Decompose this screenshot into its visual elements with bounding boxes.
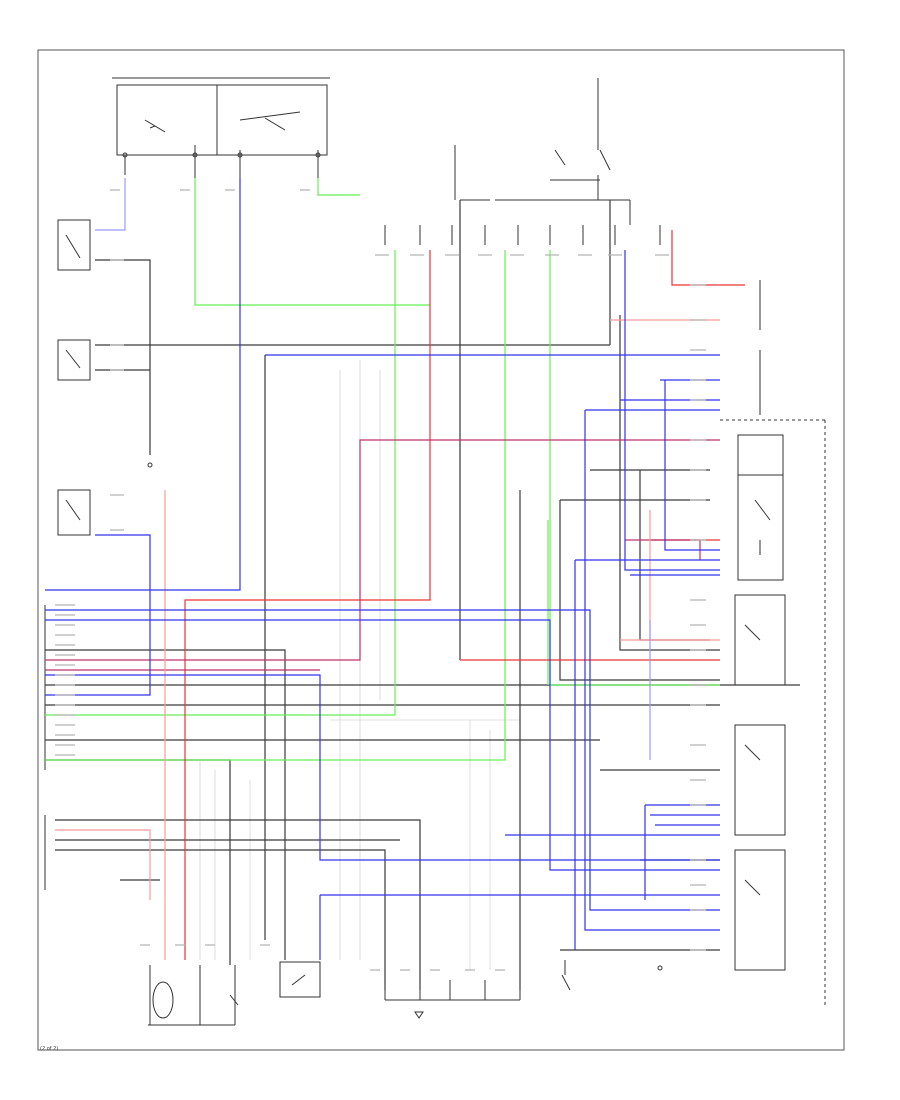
compressor-switch bbox=[561, 960, 571, 991]
blower-switch-contact bbox=[291, 974, 306, 986]
pressure-switch-box-left bbox=[116, 84, 218, 156]
switch-contact bbox=[65, 349, 81, 369]
ignition-switch bbox=[597, 78, 611, 200]
relay-contact bbox=[744, 879, 761, 896]
relay-contact bbox=[754, 499, 771, 555]
wire-label-ticks bbox=[55, 189, 706, 971]
cond-relay-box bbox=[734, 724, 786, 836]
diagram-border bbox=[37, 49, 845, 1051]
fuse-block-links bbox=[550, 149, 631, 225]
wires-lightblue bbox=[95, 178, 651, 760]
thermistor-symbol bbox=[152, 981, 174, 1019]
pressure-switch-contacts bbox=[144, 111, 301, 133]
ac-relay-box bbox=[737, 474, 784, 581]
pressure-switch-box-right bbox=[216, 84, 328, 156]
ground-point bbox=[147, 462, 153, 468]
wires-green bbox=[45, 178, 720, 761]
relay-contact bbox=[744, 744, 761, 761]
components bbox=[44, 77, 826, 1026]
ac-relay-coil bbox=[737, 434, 784, 476]
terminal-dot bbox=[192, 152, 198, 158]
blower-switch-box bbox=[279, 961, 321, 998]
left-switch-1 bbox=[57, 219, 91, 271]
terminal-dot bbox=[237, 152, 243, 158]
terminal-dot bbox=[315, 152, 321, 158]
relay-contact bbox=[744, 624, 761, 641]
wires-black bbox=[45, 200, 800, 990]
switch-contact bbox=[65, 234, 81, 259]
fuse-leads bbox=[384, 225, 661, 245]
thermistor-frame bbox=[148, 965, 236, 1026]
page-code: (2 of 2) bbox=[40, 1046, 58, 1052]
switch-contact bbox=[65, 499, 81, 521]
motor-relay-box bbox=[734, 849, 786, 971]
terminal-dot bbox=[657, 965, 663, 971]
fuse-block-bus bbox=[454, 145, 630, 201]
left-switch-3 bbox=[57, 489, 91, 536]
terminal-dot bbox=[122, 152, 128, 158]
ground-symbol bbox=[229, 994, 239, 1006]
left-switch-2 bbox=[57, 339, 91, 381]
wires-magenta bbox=[45, 439, 720, 671]
pressure-switch-leads bbox=[124, 145, 319, 178]
ground-marker bbox=[414, 1011, 424, 1019]
wires-blue bbox=[45, 178, 720, 960]
control-unit-dashed-box bbox=[720, 419, 826, 1005]
bottom-connector bbox=[384, 980, 521, 1001]
